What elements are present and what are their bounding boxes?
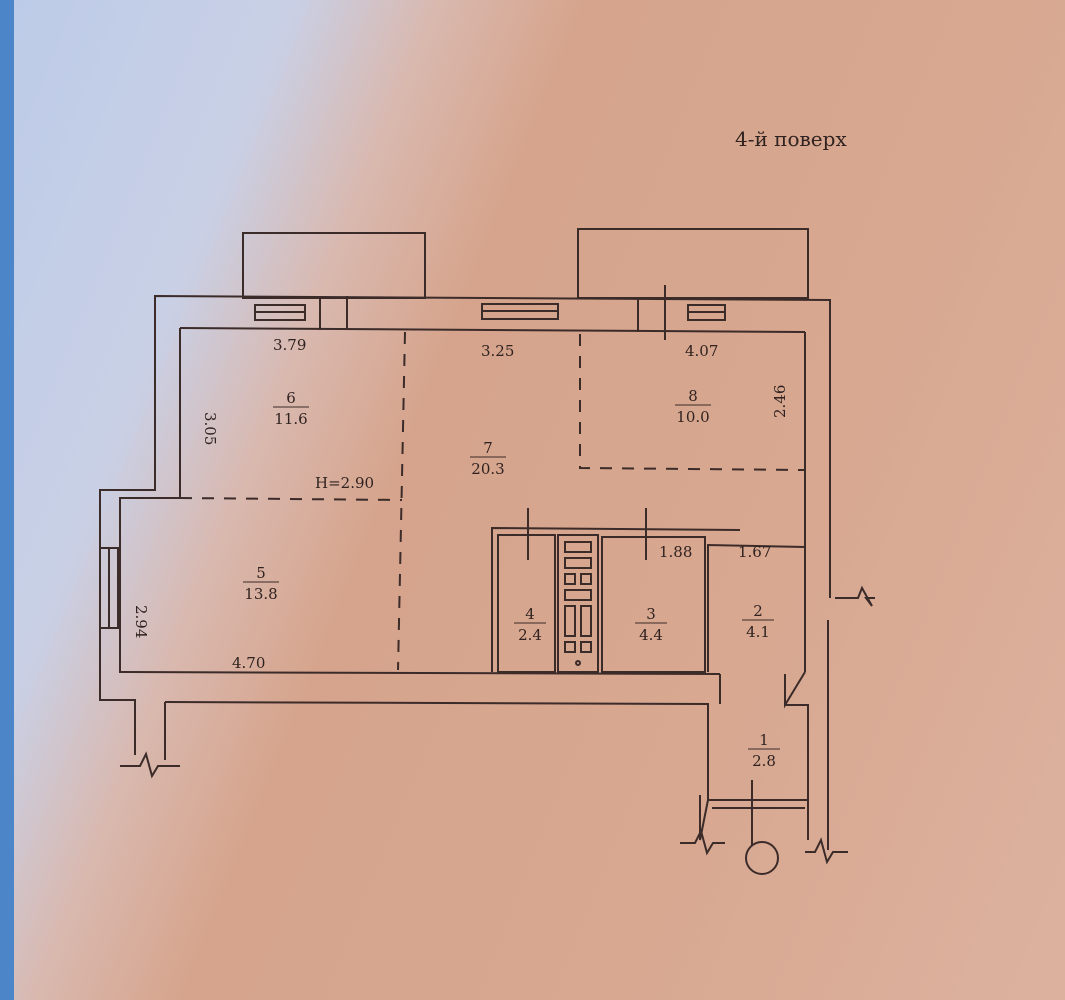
room-4-number: 4 — [525, 605, 535, 623]
room-8-number: 8 — [688, 387, 698, 405]
stair-symbol — [745, 841, 779, 875]
room-2-number: 2 — [753, 602, 763, 620]
dim-room7-width: 3.25 — [481, 342, 514, 360]
room-7-number: 7 — [483, 439, 493, 457]
room-2-area: 4.1 — [746, 623, 770, 641]
dim-room8-width: 4.07 — [685, 342, 718, 360]
room-7-area: 20.3 — [471, 460, 504, 478]
photo-edge — [0, 0, 14, 1000]
dim-room6-depth: 3.05 — [201, 412, 219, 445]
room-8-area: 10.0 — [676, 408, 709, 426]
room-1-area: 2.8 — [752, 752, 776, 770]
balcony-left — [242, 232, 426, 299]
dim-room8-depth: 2.46 — [771, 385, 789, 418]
room-5-area: 13.8 — [244, 585, 277, 603]
dim-room2-width: 1.67 — [738, 543, 771, 561]
windows — [99, 285, 726, 629]
ventilation-shaft — [564, 541, 592, 666]
room-6-number: 6 — [286, 389, 296, 407]
dim-room6-width: 3.79 — [273, 336, 306, 354]
room-labels: 6 11.6 7 20.3 8 10.0 5 13.8 4 2.4 3 4.4 … — [243, 387, 780, 770]
room-4-area: 2.4 — [518, 626, 542, 644]
room-3-number: 3 — [646, 605, 656, 623]
outer-walls — [99, 294, 831, 850]
bathroom-block — [491, 508, 806, 673]
room-1-number: 1 — [759, 731, 769, 749]
zone-dividers — [179, 331, 806, 671]
room-3-area: 4.4 — [639, 626, 663, 644]
dimension-labels: 3.79 3.25 4.07 H=2.90 4.70 1.88 1.67 3.0… — [132, 336, 789, 672]
dim-room5-depth: 2.94 — [132, 605, 150, 638]
wall-break-symbols — [120, 585, 875, 865]
room-5-number: 5 — [256, 564, 266, 582]
balcony-right — [577, 228, 809, 299]
floor-title: 4-й поверх — [735, 127, 847, 151]
dim-room5-width: 4.70 — [232, 654, 265, 672]
room-6-area: 11.6 — [274, 410, 307, 428]
dim-room3-width: 1.88 — [659, 543, 692, 561]
ceiling-height: H=2.90 — [315, 474, 374, 492]
